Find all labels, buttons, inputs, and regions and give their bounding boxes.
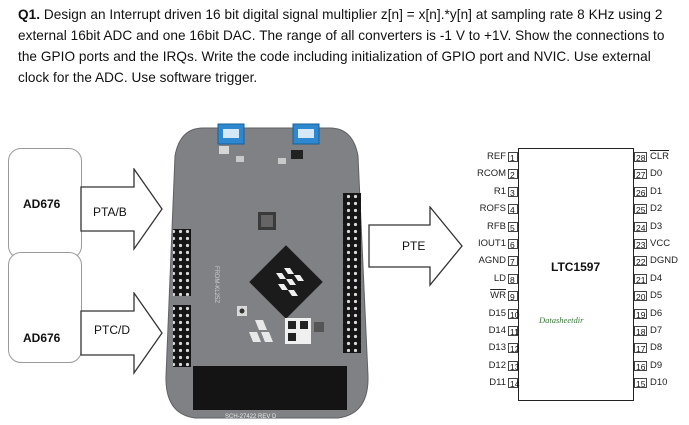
board-silkscreen-side: FRDM-KL25Z — [213, 266, 219, 303]
nxp-logo — [249, 320, 273, 342]
question-text: Q1. Design an Interrupt driven 16 bit di… — [18, 4, 678, 88]
question-number: Q1. — [18, 7, 41, 22]
arrow-top-label: PTA/B — [93, 205, 127, 219]
dac-pin-number-right: 27 — [634, 169, 647, 181]
dac-pin-number-right: 24 — [634, 221, 647, 233]
dac-pin-label-left: D15 — [488, 307, 506, 319]
board-silkscreen-bottom: SCH-27422 REV D — [225, 414, 277, 420]
arrow-dac-label: PTE — [402, 239, 426, 253]
arrow-top — [80, 168, 163, 252]
dac-chip-body — [518, 148, 634, 401]
dac-pin-label-left: LD — [493, 272, 506, 284]
dac-pin-number-left: 7 — [508, 256, 518, 267]
dac-watermark: Datasheetdir — [539, 315, 584, 325]
dac-pin-number-left: 2 — [508, 169, 518, 180]
dac-pin-label-right: D4 — [650, 272, 663, 284]
dac-pin-label-left: R1 — [493, 185, 506, 197]
dac-pin-number-left: 6 — [508, 239, 518, 250]
dac-pin-number-right: 15 — [634, 378, 647, 390]
dac-pin-number-right: 17 — [634, 343, 647, 355]
arrow-bottom — [80, 292, 163, 376]
dac-pin-label-left: RCOM — [476, 168, 506, 180]
dac-pin-number-left: 8 — [508, 273, 518, 285]
dac-pin-number-right: 19 — [634, 308, 647, 320]
dac-pin-label-right: D8 — [650, 342, 663, 354]
header-right — [343, 193, 361, 353]
arrow-bottom-label: PTC/D — [94, 323, 130, 337]
dac-pin-number-right: 20 — [634, 291, 647, 303]
dac-pin-label-left: D11 — [489, 377, 506, 389]
dac-pin-label-right: D1 — [650, 185, 663, 197]
dac-pin-number-right: 25 — [634, 204, 647, 216]
dac-pin-number-left: 11 — [508, 326, 519, 337]
adc-top-label: AD676 — [23, 197, 61, 211]
dac-pin-number-left: 14 — [508, 378, 520, 390]
dac-pin-number-right: 16 — [634, 360, 647, 372]
dac-pin-number-right: 21 — [634, 273, 647, 285]
dac-pin-label-right: D2 — [650, 203, 663, 215]
dac-pin-label-left: D14 — [488, 325, 506, 336]
dac-pin-label-right: D6 — [650, 307, 663, 319]
dac-pin-number-right: 26 — [634, 186, 647, 198]
adc-top-box: AD676 — [8, 148, 82, 259]
header-left-top — [173, 229, 191, 296]
usb-port-right — [292, 123, 320, 145]
dac-pin-label-right: CLR — [650, 151, 670, 162]
frdm-board: FRDM-KL25Z SCH-27422 REV D — [165, 123, 369, 420]
dac-pin-label-right: D10 — [650, 377, 668, 389]
adc-bottom-box: AD676 — [8, 252, 82, 363]
dac-pin-number-right: 23 — [634, 239, 647, 250]
adc-bottom-label: AD676 — [23, 331, 61, 345]
dac-pin-label-right: VCC — [650, 238, 671, 249]
dac-pin-label-right: D0 — [650, 168, 663, 180]
dac-pin-label-right: DGND — [650, 255, 678, 267]
header-left-bottom — [173, 305, 191, 367]
dac-pin-label-left: AGND — [478, 255, 506, 267]
question-body: Design an Interrupt driven 16 bit digita… — [18, 7, 665, 85]
dac-pin-number-left: 13 — [508, 360, 520, 372]
dac-pin-label-left: WR — [490, 290, 506, 302]
dac-pin-label-right: D3 — [650, 220, 663, 232]
dac-pin-label-left: REF — [487, 151, 506, 162]
dac-pin-label-left: IOUT1 — [478, 238, 506, 249]
dac-pin-number-left: 3 — [508, 186, 518, 198]
dac-pin-number-right: 18 — [634, 326, 647, 337]
dac-pin-number-left: 4 — [508, 204, 518, 215]
dac-pin-label-left: D12 — [488, 359, 506, 371]
mcu-chip — [249, 245, 323, 319]
dac-pin-number-left: 5 — [508, 221, 518, 233]
dac-pin-label-left: D13 — [488, 342, 506, 354]
dac-pin-number-right: 28 — [634, 152, 647, 163]
dac-pin-number-right: 22 — [634, 256, 647, 268]
dac-pin-label-left: ROFS — [479, 203, 506, 215]
dac-pin-label-left: RFB — [487, 220, 506, 232]
arrow-dac — [368, 206, 463, 287]
dac-pin-number-left: 1 — [508, 152, 518, 163]
dac-pin-number-left: 12 — [508, 343, 520, 355]
dac-pin-number-left: 9 — [508, 291, 518, 302]
dac-pin-label-right: D9 — [650, 359, 663, 371]
dac-pin-label-right: D5 — [650, 290, 663, 302]
dac-pin-number-left: 10 — [508, 308, 520, 320]
dac-chip-name: LTC1597 — [551, 260, 601, 274]
dac-pin-label-right: D7 — [650, 325, 663, 336]
usb-port-left — [217, 123, 245, 145]
